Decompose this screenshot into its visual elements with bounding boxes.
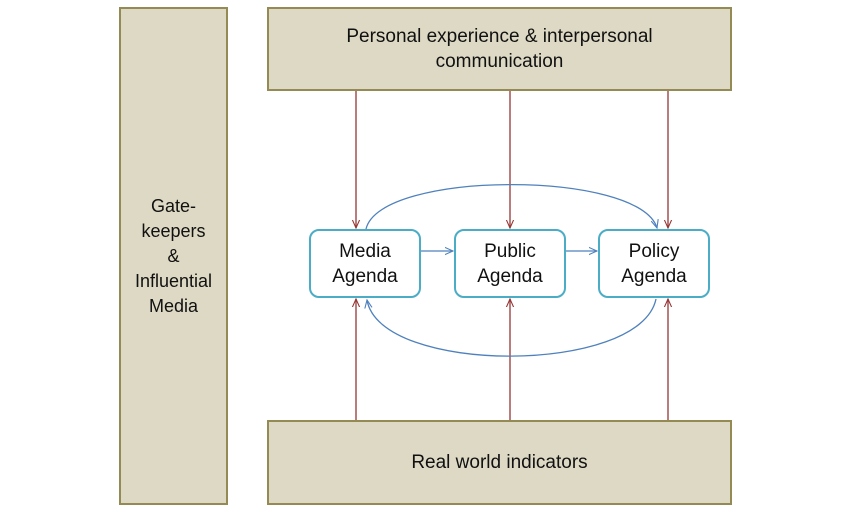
media-agenda-label: Media Agenda [332,240,398,287]
real-world-indicators-box: Real world indicators [267,420,732,505]
policy-agenda-box: Policy Agenda [598,229,710,298]
gatekeepers-influential-media-box: Gate- keepers & Influential Media [119,7,228,505]
gatekeepers-label: Gate- keepers & Influential Media [134,195,213,316]
public-agenda-label: Public Agenda [477,240,543,287]
arc-policy-to-media [367,299,657,357]
arc-media-to-policy [365,183,657,229]
public-agenda-box: Public Agenda [454,229,566,298]
policy-agenda-label: Policy Agenda [621,240,687,287]
media-agenda-box: Media Agenda [309,229,421,298]
personal-experience-label: Personal experience & interpersonal comm… [346,26,653,72]
real-world-indicators-label: Real world indicators [411,452,588,473]
personal-experience-box: Personal experience & interpersonal comm… [267,7,732,91]
